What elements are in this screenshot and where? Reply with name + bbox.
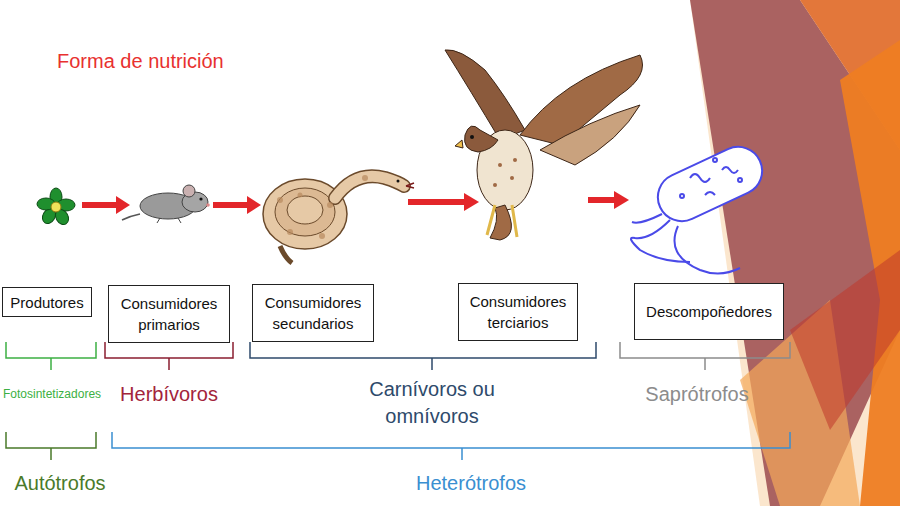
- diagram-title: Forma de nutrición: [57, 50, 224, 73]
- mouse-icon: [122, 185, 210, 223]
- brackets: [6, 342, 790, 460]
- bacterium-icon: [631, 139, 770, 274]
- hawk-icon: [445, 50, 643, 240]
- level-box: Consumidores primarios: [108, 285, 230, 343]
- box-text: Descompoñedores: [646, 301, 772, 322]
- decor-band: [690, 0, 900, 506]
- group-label: Saprótrofos: [645, 381, 748, 408]
- level-box: Consumidores terciarios: [458, 283, 578, 341]
- box-text: Produtores: [10, 292, 83, 313]
- group-label: Autótrofos: [14, 470, 105, 497]
- snake-icon: [263, 175, 414, 263]
- decor-band: [690, 0, 900, 506]
- group-label: Carnívoros ou omnívoros: [347, 376, 517, 430]
- group-label: Heterótrofos: [416, 470, 526, 497]
- level-box: Produtores: [2, 287, 92, 317]
- decor-band: [790, 250, 900, 430]
- box-text: Consumidores secundarios: [258, 292, 368, 334]
- box-text: Consumidores terciarios: [464, 291, 572, 333]
- box-text: Consumidores primarios: [114, 293, 224, 335]
- group-label: Fotosintetizadores: [3, 386, 101, 402]
- group-label: Herbívoros: [120, 381, 218, 408]
- level-box: Descompoñedores: [634, 283, 784, 340]
- flower-icon: [37, 188, 75, 227]
- level-box: Consumidores secundarios: [252, 284, 374, 342]
